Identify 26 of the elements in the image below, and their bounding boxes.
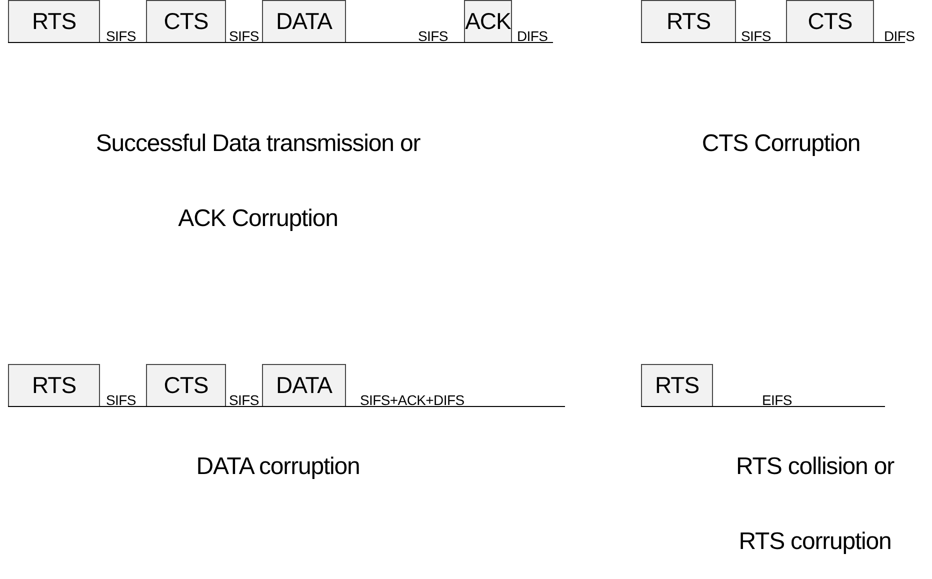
scenario-caption: DATA corruption [196, 453, 360, 481]
frame-box: CTS [146, 364, 226, 406]
interval-label: SIFS [229, 392, 259, 408]
frame-box: RTS [641, 0, 736, 42]
frame-box: CTS [146, 0, 226, 42]
frame-box: RTS [8, 0, 100, 42]
interval-label: SIFS [418, 28, 448, 44]
interval-label: DIFS [517, 28, 548, 44]
interval-label: SIFS+ACK+DIFS [360, 392, 464, 408]
frame-box: ACK [464, 0, 512, 42]
interval-label: EIFS [762, 392, 792, 408]
frame-box: CTS [786, 0, 874, 42]
scenario-caption: CTS Corruption [702, 130, 860, 158]
frame-box: RTS [8, 364, 100, 406]
interval-label: SIFS [741, 28, 771, 44]
frame-box: DATA [262, 0, 346, 42]
scenario-caption: ACK Corruption [178, 205, 338, 233]
frame-box: DATA [262, 364, 346, 406]
interval-label: SIFS [229, 28, 259, 44]
interval-label: SIFS [106, 28, 136, 44]
scenario-caption: Successful Data transmission or [96, 130, 420, 158]
interval-label: SIFS [106, 392, 136, 408]
interval-label: DIFS [884, 28, 915, 44]
frame-box: RTS [641, 364, 713, 406]
scenario-caption: RTS collision or [736, 453, 894, 481]
scenario-caption: RTS corruption [738, 528, 892, 556]
